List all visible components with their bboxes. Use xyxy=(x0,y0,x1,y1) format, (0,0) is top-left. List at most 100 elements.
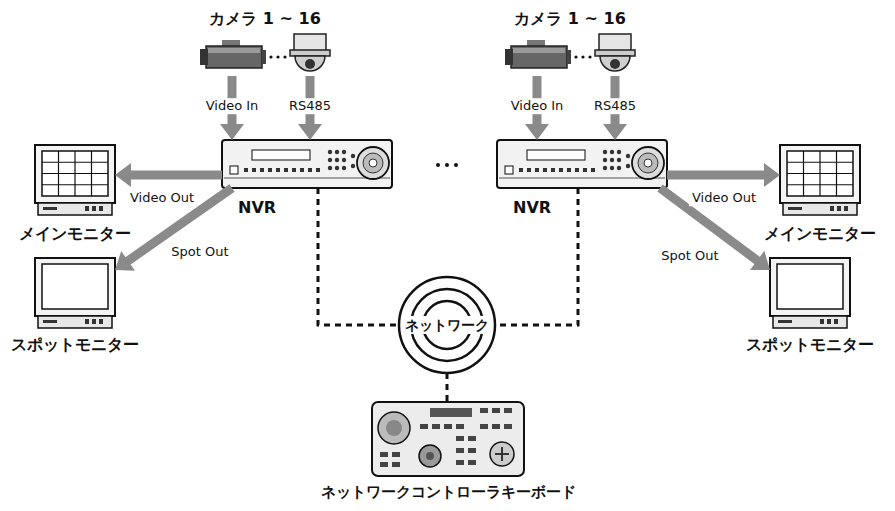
controller-keyboard-part xyxy=(419,445,441,467)
nvr-units-part xyxy=(497,140,667,188)
arrow-head xyxy=(220,124,244,140)
controller-keyboard-part xyxy=(426,452,434,460)
main-monitor: メインモニター xyxy=(35,145,115,217)
spot-monitor: スポットモニター xyxy=(770,258,850,328)
camera-group-right-part xyxy=(595,34,635,71)
controller-keyboard-part xyxy=(430,408,472,417)
camera-group-right-part xyxy=(574,55,577,58)
controller-keyboard-part xyxy=(504,408,512,413)
controller-keyboard-part xyxy=(392,462,400,467)
arrow-head xyxy=(525,124,549,140)
device-label: メインモニター xyxy=(19,225,131,243)
signal-label: Video In xyxy=(508,98,567,114)
connector-line xyxy=(495,188,578,325)
network-rings-part xyxy=(399,277,495,373)
controller-keyboard-part xyxy=(468,448,476,453)
controller-keyboard-part xyxy=(480,424,488,429)
camera-group-left xyxy=(200,34,330,71)
signal-arrow xyxy=(115,163,222,187)
nvr-units xyxy=(222,140,667,188)
nvr-unit: NVR xyxy=(222,140,392,188)
monitors-part xyxy=(35,258,115,328)
controller-keyboard-part xyxy=(456,460,464,465)
monitors-part xyxy=(42,151,108,196)
controller-keyboard-part xyxy=(468,460,476,465)
controller-keyboard-part xyxy=(492,408,500,413)
network-link xyxy=(495,188,578,325)
camera-group-left-part xyxy=(269,55,272,58)
controller-keyboard-part xyxy=(501,447,503,461)
controller-keyboard: ネットワークコントローラキーボード xyxy=(372,402,524,476)
arrow-head xyxy=(764,163,780,187)
device-label: ネットワークコントローラキーボード xyxy=(321,484,576,501)
signal-label: RS485 xyxy=(286,98,334,114)
camera-group: カメラ 1 ~ 16 xyxy=(195,34,335,76)
camera-group-left-part xyxy=(200,40,266,68)
signal-label: Spot Out xyxy=(658,248,721,264)
device-label: ネットワーク xyxy=(403,316,491,334)
network-link xyxy=(447,373,448,402)
controller-keyboard-part xyxy=(386,420,402,436)
controller-keyboard-part xyxy=(420,424,428,429)
controller-keyboard-part xyxy=(490,442,514,466)
signal-label: Video In xyxy=(203,98,262,114)
camera-group: カメラ 1 ~ 16 xyxy=(500,34,640,76)
arrow-head xyxy=(115,163,131,187)
signal-label: Spot Out xyxy=(168,244,231,260)
signal-arrow xyxy=(667,163,780,187)
camera-group-left-part xyxy=(283,55,286,58)
controller-keyboard-part xyxy=(392,452,400,457)
nvr-units-part xyxy=(222,140,392,188)
monitors-part xyxy=(787,151,853,196)
signal-label: Video Out xyxy=(127,190,197,206)
monitors-part xyxy=(780,145,860,215)
controller-keyboard-part xyxy=(456,436,464,441)
device-label: スポットモニター xyxy=(746,336,874,354)
arrow-head xyxy=(750,251,770,270)
device-label: カメラ 1 ~ 16 xyxy=(514,10,626,28)
controller-keyboard-part xyxy=(480,408,488,413)
controller-keyboard-part xyxy=(456,448,464,453)
device-label: カメラ 1 ~ 16 xyxy=(209,10,321,28)
network-link xyxy=(318,188,399,325)
controller-keyboard-part xyxy=(468,436,476,441)
controller-keyboard-part xyxy=(492,424,500,429)
camera-group-right-part xyxy=(581,55,584,58)
nvr-units-part xyxy=(454,163,458,167)
device-label: メインモニター xyxy=(764,225,876,243)
controller-keyboard xyxy=(372,402,524,476)
controller-keyboard-part xyxy=(504,424,512,429)
connector-line xyxy=(446,373,449,402)
connector-line xyxy=(318,188,399,325)
signal-arrow xyxy=(115,188,232,271)
main-monitor: メインモニター xyxy=(780,145,860,217)
nvr-units-part xyxy=(436,163,440,167)
camera-group-right-part xyxy=(505,40,571,68)
controller-keyboard-part xyxy=(372,402,524,476)
device-label: NVR xyxy=(238,199,276,217)
signal-label: Video Out xyxy=(689,190,759,206)
signal-label: RS485 xyxy=(591,98,639,114)
network-cloud: ネットワーク xyxy=(399,277,495,373)
controller-keyboard-part xyxy=(444,424,452,429)
camera-group-left-part xyxy=(276,55,279,58)
spot-monitor: スポットモニター xyxy=(35,258,115,328)
controller-keyboard-part xyxy=(456,424,464,429)
monitors-part xyxy=(35,145,115,215)
controller-keyboard-part xyxy=(432,424,440,429)
nvr-units-part xyxy=(445,163,449,167)
controller-keyboard-part xyxy=(378,412,410,444)
monitors-part xyxy=(770,258,850,328)
arrow-head xyxy=(115,251,135,271)
arrow-head xyxy=(298,124,322,140)
camera-group-right xyxy=(505,34,635,71)
device-label: NVR xyxy=(513,199,551,217)
controller-keyboard-part xyxy=(380,462,388,467)
connector-line xyxy=(667,171,765,180)
nvr-unit: NVR xyxy=(497,140,667,188)
device-label: スポットモニター xyxy=(11,336,139,354)
connector-line xyxy=(127,188,232,261)
controller-keyboard-part xyxy=(380,452,388,457)
